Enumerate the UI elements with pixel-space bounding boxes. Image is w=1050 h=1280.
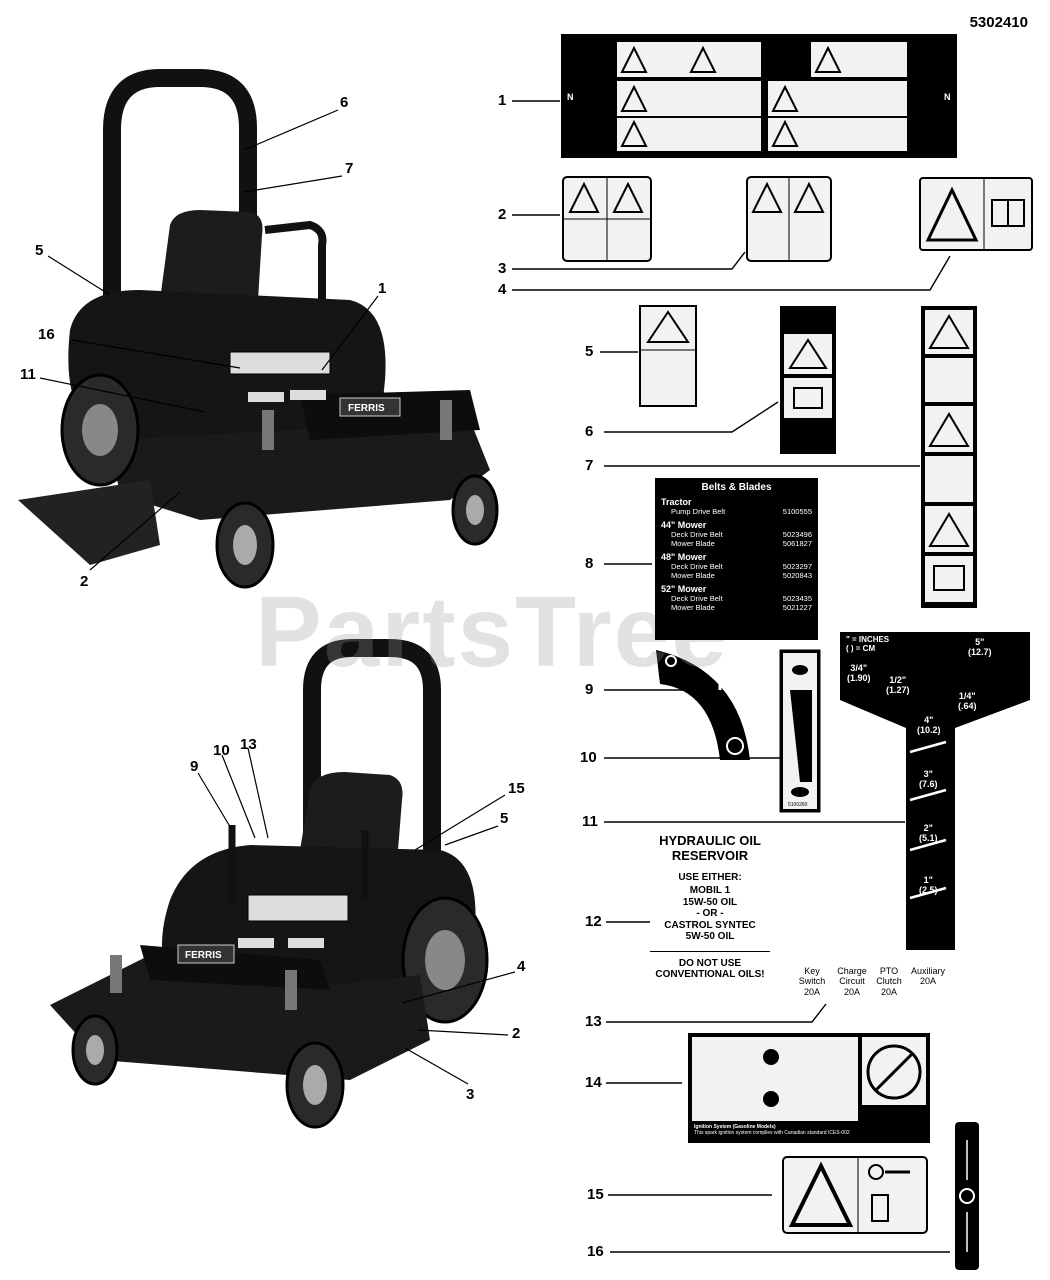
oil-title-1: HYDRAULIC OIL (659, 833, 761, 848)
decal-16-park-strip[interactable] (955, 1122, 979, 1270)
callout-6[interactable]: 6 (585, 423, 594, 440)
oil-opt2-1: CASTROL SYNTEC (664, 919, 756, 931)
gauge-mark-5: 5"(12.7) (968, 637, 992, 657)
mower-top-illustration[interactable]: FERRIS (18, 69, 499, 589)
decal-12-hydraulic-oil[interactable]: HYDRAULIC OIL RESERVOIR USE EITHER: MOBI… (650, 833, 770, 981)
callout-8[interactable]: 8 (585, 555, 594, 572)
gauge-mark-3-4: 3/4"(1.90) (847, 663, 871, 683)
machine-callout-11[interactable]: 11 (20, 366, 36, 383)
machine-callout-2-top[interactable]: 2 (80, 573, 89, 590)
machine-leader-lines (39, 109, 516, 1085)
decal-9-pto-switch[interactable] (656, 650, 750, 760)
gauge-mark-2: 2"(5.1) (919, 823, 938, 843)
machine-callout-1[interactable]: 1 (378, 280, 387, 297)
machine-callout-9[interactable]: 9 (190, 758, 199, 775)
decal-10-throttle[interactable]: 5100260 (779, 649, 821, 813)
decal-14-ignition[interactable] (688, 1033, 930, 1143)
ignition-text: Ignition System (Gasoline Models) This s… (694, 1124, 850, 1136)
machine-callout-2-bottom[interactable]: 2 (512, 1025, 521, 1042)
belts-section-tractor: Tractor (661, 497, 692, 507)
belts-title: Belts & Blades (701, 482, 772, 493)
svg-text:N: N (567, 92, 574, 102)
gauge-legend: " = INCHES( ) = CM (846, 635, 890, 653)
belts-section-52: 52" Mower (661, 584, 707, 594)
callout-12[interactable]: 12 (585, 913, 602, 930)
oil-warn-2: CONVENTIONAL OILS! (655, 969, 765, 981)
decal-leader-lines (512, 100, 951, 1253)
belts-section-44: 44" Mower (661, 520, 707, 530)
decal-2[interactable] (562, 176, 652, 262)
machine-callout-10[interactable]: 10 (213, 742, 230, 759)
machine-callout-4[interactable]: 4 (517, 958, 526, 975)
callout-4[interactable]: 4 (498, 281, 507, 298)
gauge-mark-3: 3"(7.6) (919, 769, 938, 789)
callout-1[interactable]: 1 (498, 92, 507, 109)
decal-7[interactable] (921, 306, 977, 608)
decal-15-fire-warning[interactable] (782, 1156, 928, 1234)
machine-callout-3[interactable]: 3 (466, 1086, 475, 1103)
mower-bottom-illustration[interactable]: FERRIS (50, 639, 489, 1129)
callout-16[interactable]: 16 (587, 1243, 604, 1260)
callout-14[interactable]: 14 (585, 1074, 602, 1091)
machine-callout-13[interactable]: 13 (240, 736, 257, 753)
oil-use-either: USE EITHER: (678, 871, 742, 883)
machine-callout-7[interactable]: 7 (345, 160, 354, 177)
callout-9[interactable]: 9 (585, 681, 594, 698)
ferris-logo-bottom: FERRIS (185, 950, 222, 961)
callout-5[interactable]: 5 (585, 343, 594, 360)
oil-or: - OR - (696, 908, 724, 920)
gauge-mark-4: 4"(10.2) (917, 715, 941, 735)
callout-3[interactable]: 3 (498, 260, 507, 277)
callout-10[interactable]: 10 (580, 749, 597, 766)
callout-15[interactable]: 15 (587, 1186, 604, 1203)
callout-11[interactable]: 11 (582, 813, 598, 830)
oil-opt2-2: 5W-50 OIL (685, 931, 735, 943)
gauge-mark-1: 1"(2.5) (919, 875, 938, 895)
svg-text:N: N (944, 92, 951, 102)
ferris-logo-top: FERRIS (348, 403, 385, 414)
belts-section-48: 48" Mower (661, 552, 707, 562)
gauge-mark-1-2: 1/2"(1.27) (886, 675, 910, 695)
gauge-mark-1-4: 1/4"(.64) (958, 691, 977, 711)
watermark: PartsTree (255, 576, 729, 688)
machine-callout-6[interactable]: 6 (340, 94, 349, 111)
throttle-code: 5100260 (788, 802, 808, 808)
machine-callout-5-bottom[interactable]: 5 (500, 810, 509, 827)
decal-6[interactable] (780, 306, 836, 454)
decal-5[interactable] (639, 305, 697, 407)
machine-callout-5-top[interactable]: 5 (35, 242, 44, 259)
callout-2[interactable]: 2 (498, 206, 507, 223)
diagram-code: 5302410 (969, 14, 1028, 31)
oil-opt1-2: 15W-50 OIL (682, 896, 738, 908)
decal-4[interactable] (919, 177, 1033, 251)
machine-callout-16[interactable]: 16 (38, 326, 55, 343)
decal-3[interactable] (746, 176, 832, 262)
decal-1-safety-panel[interactable]: N N (561, 34, 957, 158)
oil-warn-1: DO NOT USE (650, 950, 770, 970)
oil-opt1-1: MOBIL 1 (689, 885, 731, 897)
oil-title-2: RESERVOIR (671, 847, 749, 863)
decal-11-height-gauge[interactable] (840, 632, 1030, 950)
callout-13[interactable]: 13 (585, 1013, 602, 1030)
callout-7[interactable]: 7 (585, 457, 594, 474)
machine-callout-15[interactable]: 15 (508, 780, 525, 797)
